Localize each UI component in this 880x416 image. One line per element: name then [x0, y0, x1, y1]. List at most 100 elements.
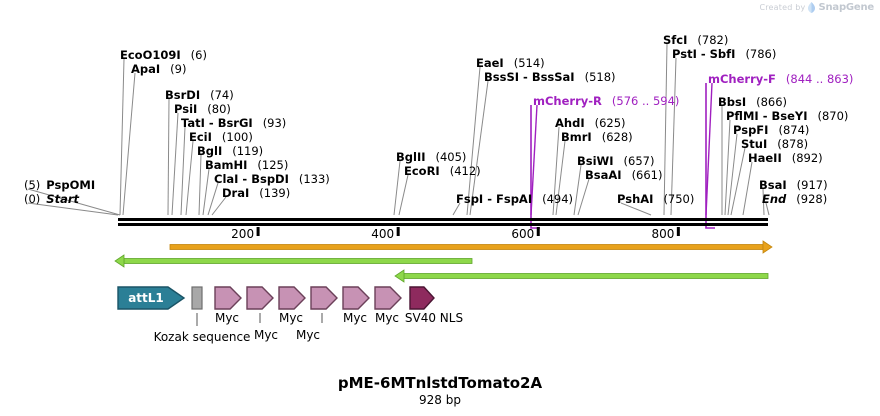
site-name: DraI — [222, 186, 250, 200]
ruler-tick-400 — [396, 227, 400, 236]
site-label-ecii[interactable]: EciI(100) — [189, 131, 253, 143]
site-label-bbsi[interactable]: BbsI(866) — [718, 96, 787, 108]
site-name: HaeII — [748, 151, 782, 165]
site-position: (119) — [232, 144, 264, 158]
site-position: (928) — [796, 192, 828, 206]
leader-line-apai — [122, 72, 136, 216]
site-label-bsssi[interactable]: BssSI - BssSaI(518) — [484, 71, 616, 83]
site-label-ecoo109i[interactable]: EcoO109I(6) — [120, 49, 207, 61]
feature-myc-6[interactable] — [374, 286, 402, 310]
site-position: (892) — [791, 151, 823, 165]
feature-label-attl1: attL1 — [128, 291, 164, 305]
site-label-pspfi[interactable]: PspFI(874) — [733, 124, 809, 136]
site-name: BsiWI — [577, 154, 614, 168]
site-position: (5) — [24, 178, 41, 192]
site-name: BmrI — [561, 130, 592, 144]
primer-connector-mcherry-f — [705, 83, 715, 229]
leader-line-ecii — [185, 140, 194, 216]
site-name: PspOMI — [46, 178, 96, 192]
site-name: EcoO109I — [120, 48, 181, 62]
site-position: (74) — [210, 88, 234, 102]
leader-line-bsrdi — [167, 98, 170, 216]
site-label-psti-sbfi[interactable]: PstI - SbfI(786) — [672, 48, 776, 60]
site-label-mcherry-r[interactable]: mCherry-R(576 .. 594) — [533, 95, 679, 107]
site-position: (518) — [584, 70, 616, 84]
ruler-tick-800 — [676, 227, 680, 236]
site-label-eaei[interactable]: EaeI(514) — [476, 57, 545, 69]
site-name: BglI — [197, 144, 223, 158]
leader-line-bsai — [762, 188, 765, 216]
feature-myc-5[interactable] — [342, 286, 370, 310]
ruler-tick-600 — [536, 227, 540, 236]
site-label-sfci[interactable]: SfcI(782) — [663, 34, 728, 46]
site-label-bglii[interactable]: BglII(405) — [396, 151, 466, 163]
site-label-pflmi-bseyi[interactable]: PflMI - BseYI(870) — [726, 110, 848, 122]
site-label-bgli[interactable]: BglI (119) — [197, 145, 263, 157]
leader-line-bsiwi — [573, 164, 582, 216]
site-position: (100) — [221, 130, 253, 144]
feature-kozak[interactable] — [191, 286, 203, 310]
site-label-mcherry-f[interactable]: mCherry-F(844 .. 863) — [708, 73, 853, 85]
site-label-haeii[interactable]: HaeII (892) — [748, 152, 823, 164]
site-label-bsaai[interactable]: BsaAI(661) — [585, 169, 663, 181]
leader-line-eaei — [466, 66, 481, 216]
leader-line-psii — [171, 112, 179, 216]
site-position: (870) — [817, 109, 849, 123]
feature-sv40-nls[interactable] — [409, 286, 435, 310]
feature-myc-1[interactable] — [214, 286, 242, 310]
site-label-apai[interactable]: ApaI(9) — [131, 63, 186, 75]
site-label-bmri[interactable]: BmrI(628) — [561, 131, 633, 143]
site-name: FspI — [456, 192, 484, 206]
site-label-psii[interactable]: PsiI(80) — [174, 103, 231, 115]
site-position: (412) — [449, 164, 481, 178]
site-position: (866) — [756, 95, 788, 109]
site-label-ecori[interactable]: EcoRI(412) — [404, 165, 481, 177]
leader-line-bmri — [555, 140, 566, 216]
site-label-bsrdi[interactable]: BsrDI(74) — [165, 89, 234, 101]
name-separator: - — [519, 70, 532, 84]
feature-attl1[interactable] — [117, 286, 186, 310]
site-name: ApaI — [131, 62, 161, 76]
green-track-1-body — [123, 258, 473, 264]
site-label-start[interactable]: (0)Start — [24, 193, 79, 205]
site-name: mCherry-R — [533, 94, 602, 108]
backbone-strand-top — [118, 218, 768, 221]
name-separator: - — [238, 172, 252, 186]
leader-line-pspfi — [727, 133, 738, 216]
site-label-clai-bspdi[interactable]: ClaI - BspDI(133) — [214, 173, 330, 185]
site-position: (786) — [745, 47, 777, 61]
ruler-label-400: 400 — [371, 227, 395, 241]
site-label-end[interactable]: End(928) — [762, 193, 827, 205]
feature-myc-3[interactable] — [278, 286, 306, 310]
cap-sv40: SV40 NLS — [404, 311, 464, 325]
site-label-bsiwi[interactable]: BsiWI(657) — [577, 155, 654, 167]
site-name: StuI — [741, 137, 768, 151]
site-label-stui[interactable]: StuI(878) — [741, 138, 808, 150]
cap-kozak: Kozak sequence — [153, 330, 251, 344]
site-position: (125) — [257, 158, 289, 172]
site-label-bsai[interactable]: BsaI(917) — [759, 179, 828, 191]
name-separator: - — [696, 47, 710, 61]
watermark-brand-text: SnapGene — [818, 2, 874, 13]
feature-myc-2[interactable] — [246, 286, 274, 310]
leader-line-tati-bsrgi — [180, 126, 186, 216]
cap-myc-2: Myc — [253, 328, 279, 342]
feature-myc-4[interactable] — [310, 286, 338, 310]
site-position: (93) — [262, 116, 287, 130]
leader-line-ahdi — [552, 126, 560, 216]
site-position: (625) — [594, 116, 626, 130]
site-position: (494) — [542, 192, 574, 206]
site-label-fspi-fspai[interactable]: FspI - FspAI(494) — [456, 193, 573, 205]
site-label-pshai[interactable]: PshAI(750) — [617, 193, 694, 205]
green-track-2-body — [403, 273, 769, 279]
cap-myc-3: Myc — [278, 311, 304, 325]
cap-myc-6: Myc — [374, 311, 400, 325]
site-label-ahdi[interactable]: AhdI(625) — [555, 117, 626, 129]
leader-line-start — [27, 202, 119, 216]
site-label-psp-omi[interactable]: (5) PspOMI — [24, 179, 95, 191]
site-label-bamhi[interactable]: BamHI(125) — [205, 159, 288, 171]
site-label-drai[interactable]: DraI(139) — [222, 187, 290, 199]
ruler-tick-200 — [256, 227, 260, 236]
site-label-tati-bsrgi[interactable]: TatI - BsrGI(93) — [181, 117, 286, 129]
